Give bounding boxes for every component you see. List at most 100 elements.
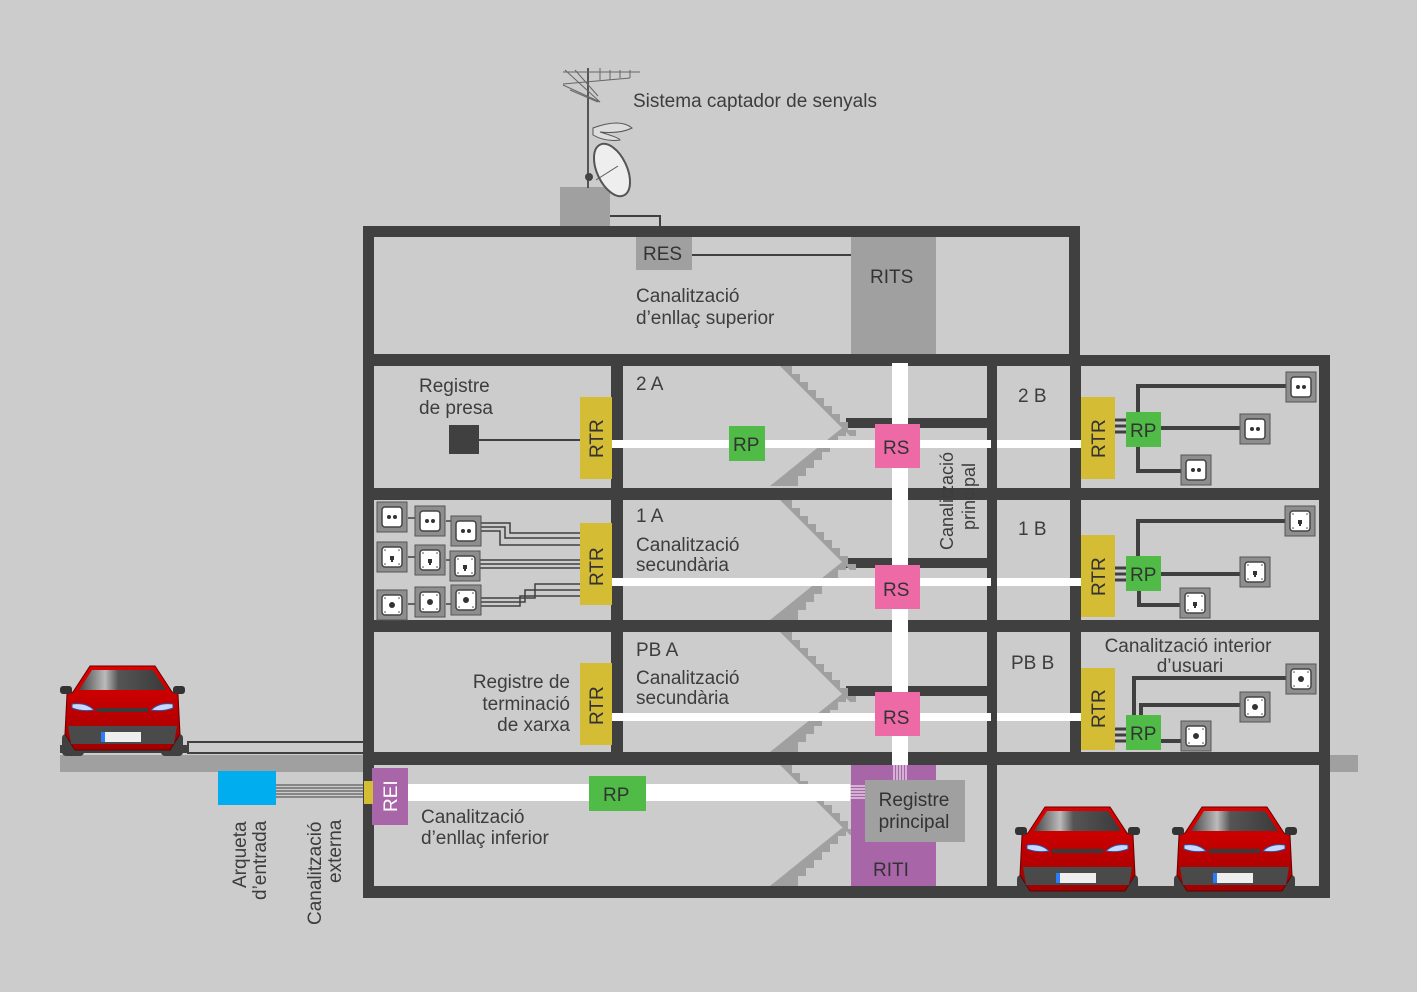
rtr-2b-label: RTR bbox=[1089, 419, 1110, 458]
rp-pbb-label: RP bbox=[1130, 724, 1156, 745]
data-socket-icon[interactable] bbox=[1284, 505, 1316, 537]
rits-label: RITS bbox=[870, 267, 913, 288]
secondary-conduit-2 bbox=[611, 440, 991, 448]
main-register-box[interactable] bbox=[865, 780, 965, 842]
main-riser-label-2: principal bbox=[959, 463, 979, 530]
rp-pbb[interactable] bbox=[1126, 715, 1161, 750]
unit-2b-label: 2 B bbox=[1018, 386, 1047, 407]
cable bbox=[1136, 384, 1286, 412]
landing-wall bbox=[846, 686, 987, 696]
rtr-pba[interactable] bbox=[580, 663, 612, 745]
unit-2a-label: 2 A bbox=[636, 374, 664, 395]
coax-socket-icon[interactable] bbox=[1180, 720, 1212, 752]
cable bbox=[1139, 703, 1240, 715]
cable bbox=[1136, 519, 1285, 556]
rp-2a-label: RP bbox=[733, 435, 759, 456]
rtr-2b[interactable] bbox=[1081, 397, 1115, 479]
socket-cables bbox=[408, 517, 580, 607]
res-box[interactable] bbox=[636, 237, 692, 270]
cable bbox=[1136, 447, 1181, 473]
main-register-label-2: principal bbox=[879, 812, 950, 833]
antenna-base bbox=[560, 187, 610, 226]
driveway bbox=[187, 741, 365, 754]
external-conduit bbox=[276, 784, 364, 798]
upper-link-label-2: d’enllaç superior bbox=[636, 308, 775, 329]
room-2a-left bbox=[374, 366, 611, 488]
rtr-1b[interactable] bbox=[1081, 535, 1115, 617]
phone-socket-icon[interactable] bbox=[1180, 454, 1212, 486]
secondary-conduit-1 bbox=[611, 578, 991, 586]
coax-socket-icon[interactable] bbox=[1239, 691, 1271, 723]
rei-connector bbox=[364, 781, 373, 804]
car-icon bbox=[59, 665, 186, 757]
rtr-2a-label: RTR bbox=[587, 419, 608, 458]
ntr-label-2: terminació bbox=[482, 694, 570, 715]
entry-box-label-1: Arqueta bbox=[230, 821, 251, 888]
coax-socket-icon[interactable] bbox=[450, 584, 482, 616]
data-socket-icon[interactable] bbox=[376, 541, 408, 573]
antenna-cable bbox=[610, 215, 661, 226]
data-socket-icon[interactable] bbox=[449, 550, 481, 582]
rs-2[interactable] bbox=[875, 424, 920, 468]
rs-pb-label: RS bbox=[883, 708, 909, 729]
rs-2-label: RS bbox=[883, 438, 909, 459]
entry-box[interactable] bbox=[218, 771, 276, 805]
rp-2a[interactable] bbox=[729, 426, 765, 461]
socket-register-label-2: de presa bbox=[419, 398, 493, 419]
res-label: RES bbox=[643, 244, 682, 265]
landing-wall bbox=[846, 558, 987, 568]
rp-2b-label: RP bbox=[1130, 421, 1156, 442]
rp-basement[interactable] bbox=[589, 776, 646, 811]
external-conduit-label-2: externa bbox=[325, 819, 346, 883]
coax-socket-icon[interactable] bbox=[1285, 663, 1317, 695]
rtr-pba-label: RTR bbox=[587, 686, 608, 725]
riser-fibers bbox=[850, 765, 907, 799]
landing-wall bbox=[846, 418, 987, 428]
secondary-label-1-1: Canalització bbox=[636, 535, 740, 556]
cable bbox=[1132, 676, 1286, 715]
user-conduit-label-2: d’usuari bbox=[1157, 656, 1224, 677]
rtr-pbb-label: RTR bbox=[1089, 689, 1110, 728]
secondary-label-1-2: secundària bbox=[636, 555, 729, 576]
rp-basement-label: RP bbox=[603, 785, 629, 806]
antenna-icon bbox=[562, 68, 640, 198]
rtr-1a[interactable] bbox=[580, 523, 612, 605]
phone-socket-icon[interactable] bbox=[1285, 371, 1317, 403]
rs-pb[interactable] bbox=[875, 692, 920, 736]
rp-1b-label: RP bbox=[1130, 565, 1156, 586]
secondary-conduit-pb bbox=[611, 713, 991, 721]
room-1b-hall bbox=[997, 500, 1070, 620]
coax-socket-icon[interactable] bbox=[414, 586, 446, 618]
data-socket-icon[interactable] bbox=[1179, 587, 1211, 619]
phone-socket-icon[interactable] bbox=[414, 505, 446, 537]
phone-socket-icon[interactable] bbox=[1239, 413, 1271, 445]
rp-2b[interactable] bbox=[1126, 412, 1161, 447]
rtr-2a[interactable] bbox=[580, 397, 612, 479]
rs-1-label: RS bbox=[883, 580, 909, 601]
rei-box[interactable] bbox=[372, 768, 408, 825]
rtr-1a-label: RTR bbox=[587, 547, 608, 586]
data-socket-icon[interactable] bbox=[414, 544, 446, 576]
cable bbox=[1137, 591, 1180, 607]
roof-room bbox=[374, 237, 1069, 354]
room-2b-hall bbox=[997, 366, 1070, 488]
rs-1[interactable] bbox=[875, 565, 920, 609]
data-socket-icon[interactable] bbox=[1239, 556, 1271, 588]
secondary-conduit-2b bbox=[997, 440, 1081, 448]
main-riser-label-1: Canalització bbox=[937, 452, 957, 550]
user-conduit-label-1: Canalització interior bbox=[1105, 636, 1273, 657]
coax-socket-icon[interactable] bbox=[376, 589, 408, 621]
rp-1b[interactable] bbox=[1126, 556, 1161, 591]
rtr-pbb[interactable] bbox=[1081, 668, 1115, 750]
phone-socket-icon[interactable] bbox=[450, 515, 482, 547]
secondary-label-pb-2: secundària bbox=[636, 688, 729, 709]
rei-label: REI bbox=[381, 780, 402, 812]
ntr-label-3: de xarxa bbox=[497, 715, 570, 736]
socket-register-box[interactable] bbox=[449, 425, 479, 454]
unit-1a-label: 1 A bbox=[636, 506, 664, 527]
room-pba-left bbox=[374, 632, 611, 752]
lower-link-label-2: d’enllaç inferior bbox=[421, 828, 549, 849]
entry-box-label-2: d’entrada bbox=[250, 820, 271, 900]
phone-socket-icon[interactable] bbox=[376, 501, 408, 533]
rits-box[interactable] bbox=[851, 237, 936, 354]
